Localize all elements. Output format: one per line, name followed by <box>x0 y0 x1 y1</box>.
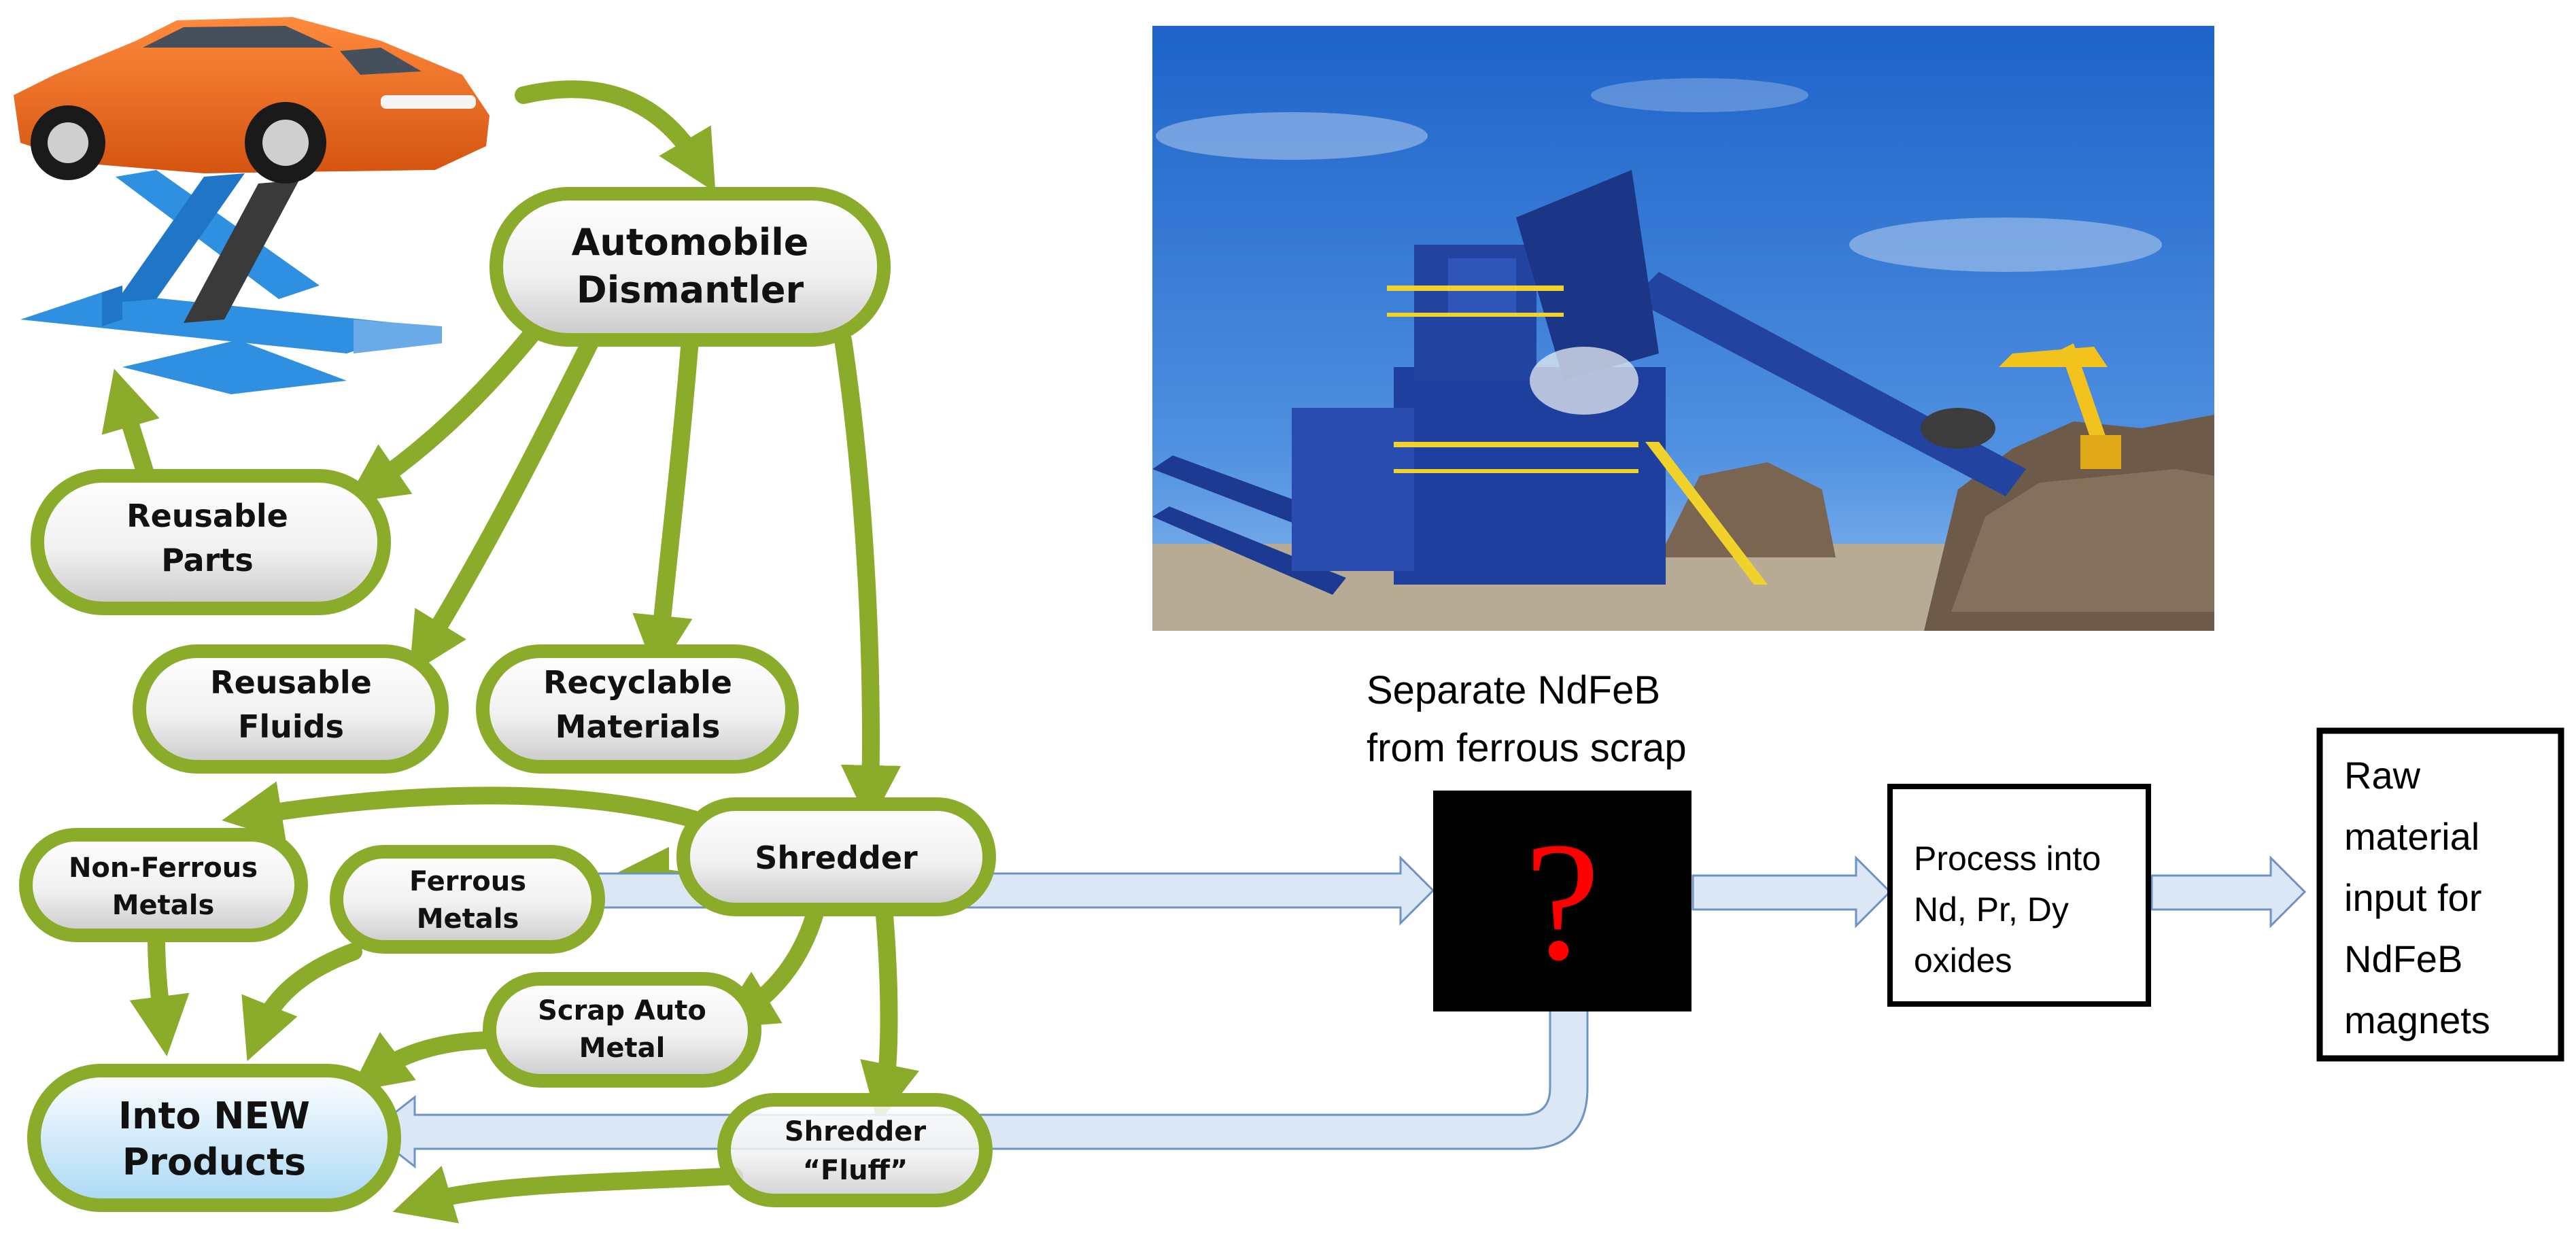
arrow-separation-to-process <box>1691 855 1892 929</box>
raw-material-box: Raw material input for NdFeB magnets <box>2316 727 2564 1062</box>
node-into-new-products: Into NEW Products <box>27 1064 401 1212</box>
node-scrap-auto-metal-line1: Scrap Auto <box>538 995 706 1026</box>
node-dismantler-line2: Dismantler <box>577 269 804 311</box>
separate-label-line2: from ferrous scrap <box>1367 726 1687 770</box>
node-scrap-auto-metal-line2: Metal <box>579 1033 666 1064</box>
node-dismantler-line1: Automobile <box>572 221 809 264</box>
question-mark: ? <box>1525 808 1600 996</box>
node-reusable-parts: Reusable Parts <box>31 469 391 615</box>
node-scrap-auto-metal: Scrap Auto Metal <box>483 972 761 1088</box>
node-ferrous-metals: Ferrous Metals <box>330 845 605 954</box>
raw-line4: NdFeB <box>2344 937 2462 980</box>
node-non-ferrous-metals: Non-Ferrous Metals <box>19 828 308 942</box>
node-non-ferrous-metals-line1: Non-Ferrous <box>69 852 258 884</box>
node-recyclable-materials-line2: Materials <box>555 708 721 745</box>
node-ferrous-metals-line2: Metals <box>417 903 519 935</box>
raw-line2: material <box>2344 815 2479 858</box>
process-line2: Nd, Pr, Dy <box>1914 890 2069 929</box>
node-reusable-fluids-line1: Reusable <box>210 664 372 701</box>
node-shredder-fluff-line2: “Fluff” <box>803 1155 908 1186</box>
node-ferrous-metals-line1: Ferrous <box>409 866 526 897</box>
separate-label-line1: Separate NdFeB <box>1367 668 1660 712</box>
node-shredder-fluff: Shredder “Fluff” <box>717 1093 993 1207</box>
node-reusable-fluids: Reusable Fluids <box>133 644 449 774</box>
node-shredder-label: Shredder <box>755 840 918 876</box>
raw-line3: input for <box>2344 876 2481 919</box>
node-reusable-parts-line1: Reusable <box>126 498 288 534</box>
process-box: Process into Nd, Pr, Dy oxides <box>1887 784 2151 1007</box>
arrow-process-to-raw <box>2150 855 2307 929</box>
node-into-new-products-line2: Products <box>122 1141 306 1183</box>
shredder-plant-photo <box>1152 26 2214 631</box>
node-shredder-fluff-line1: Shredder <box>785 1116 927 1147</box>
process-line3: oxides <box>1914 941 2012 980</box>
node-into-new-products-line1: Into NEW <box>118 1094 310 1137</box>
node-reusable-fluids-line2: Fluids <box>238 708 344 745</box>
node-recyclable-materials: Recyclable Materials <box>476 644 799 774</box>
process-line1: Process into <box>1914 840 2101 878</box>
node-reusable-parts-line2: Parts <box>161 542 254 578</box>
node-dismantler: Automobile Dismantler <box>490 187 891 347</box>
raw-line5: magnets <box>2344 999 2490 1041</box>
node-recyclable-materials-line1: Recyclable <box>543 664 732 701</box>
car-on-lift-illustration <box>14 17 490 394</box>
node-shredder: Shredder <box>676 797 996 916</box>
raw-line1: Raw <box>2344 754 2421 797</box>
separation-box: ? <box>1433 791 1691 1011</box>
node-non-ferrous-metals-line2: Metals <box>112 890 215 921</box>
